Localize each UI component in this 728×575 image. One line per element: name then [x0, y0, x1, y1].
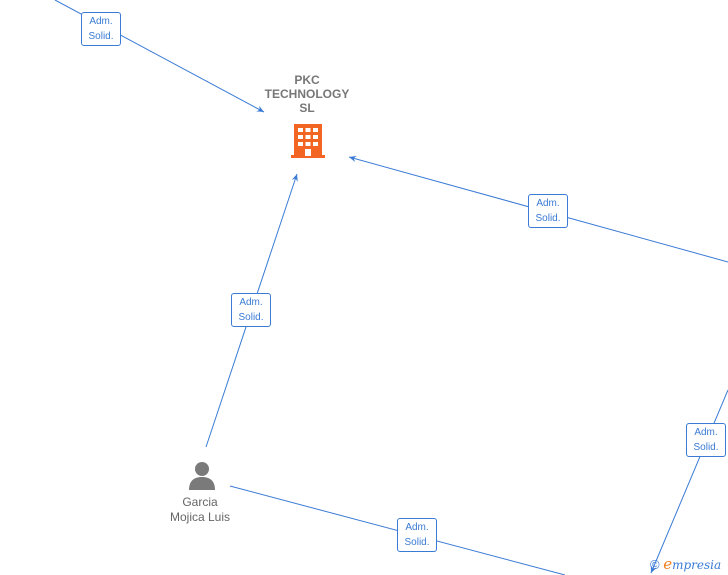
edge-label-right[interactable]: Adm. Solid.	[528, 194, 568, 228]
edge-label-person-bottom[interactable]: Adm. Solid.	[397, 518, 437, 552]
edge-label-top-left[interactable]: Adm. Solid.	[81, 12, 121, 46]
person-name-line: Mojica Luis	[169, 510, 231, 524]
edge-label-line: Adm.	[405, 522, 429, 533]
edge-label-line: Adm.	[536, 198, 560, 209]
company-name-line: TECHNOLOGY	[264, 87, 350, 101]
edge-label-line: Solid.	[238, 312, 264, 323]
edge-line-right-bottom	[650, 389, 728, 574]
edge-label-line: Solid.	[88, 31, 114, 42]
company-name-line: PKC	[294, 73, 320, 87]
person-icon	[189, 462, 215, 490]
person-name[interactable]: Garcia Mojica Luis	[155, 495, 245, 525]
empresia-watermark[interactable]: © empresia	[650, 555, 721, 573]
company-name-line: SL	[299, 101, 315, 115]
building-icon	[291, 124, 325, 158]
company-name[interactable]: PKC TECHNOLOGY SL	[252, 73, 362, 115]
copyright-symbol: ©	[650, 557, 660, 572]
person-name-line: Garcia	[182, 495, 218, 509]
edge-label-line: Adm.	[89, 16, 113, 27]
edge-label-line: Solid.	[693, 442, 719, 453]
edge-label-line: Adm.	[694, 427, 718, 438]
edge-label-line: Adm.	[239, 297, 263, 308]
brand-logo: empresia	[663, 555, 722, 573]
edge-label-right-bottom[interactable]: Adm. Solid.	[686, 423, 726, 457]
edge-label-person-company[interactable]: Adm. Solid.	[231, 293, 271, 327]
edge-label-line: Solid.	[404, 537, 430, 548]
edge-label-line: Solid.	[535, 213, 561, 224]
